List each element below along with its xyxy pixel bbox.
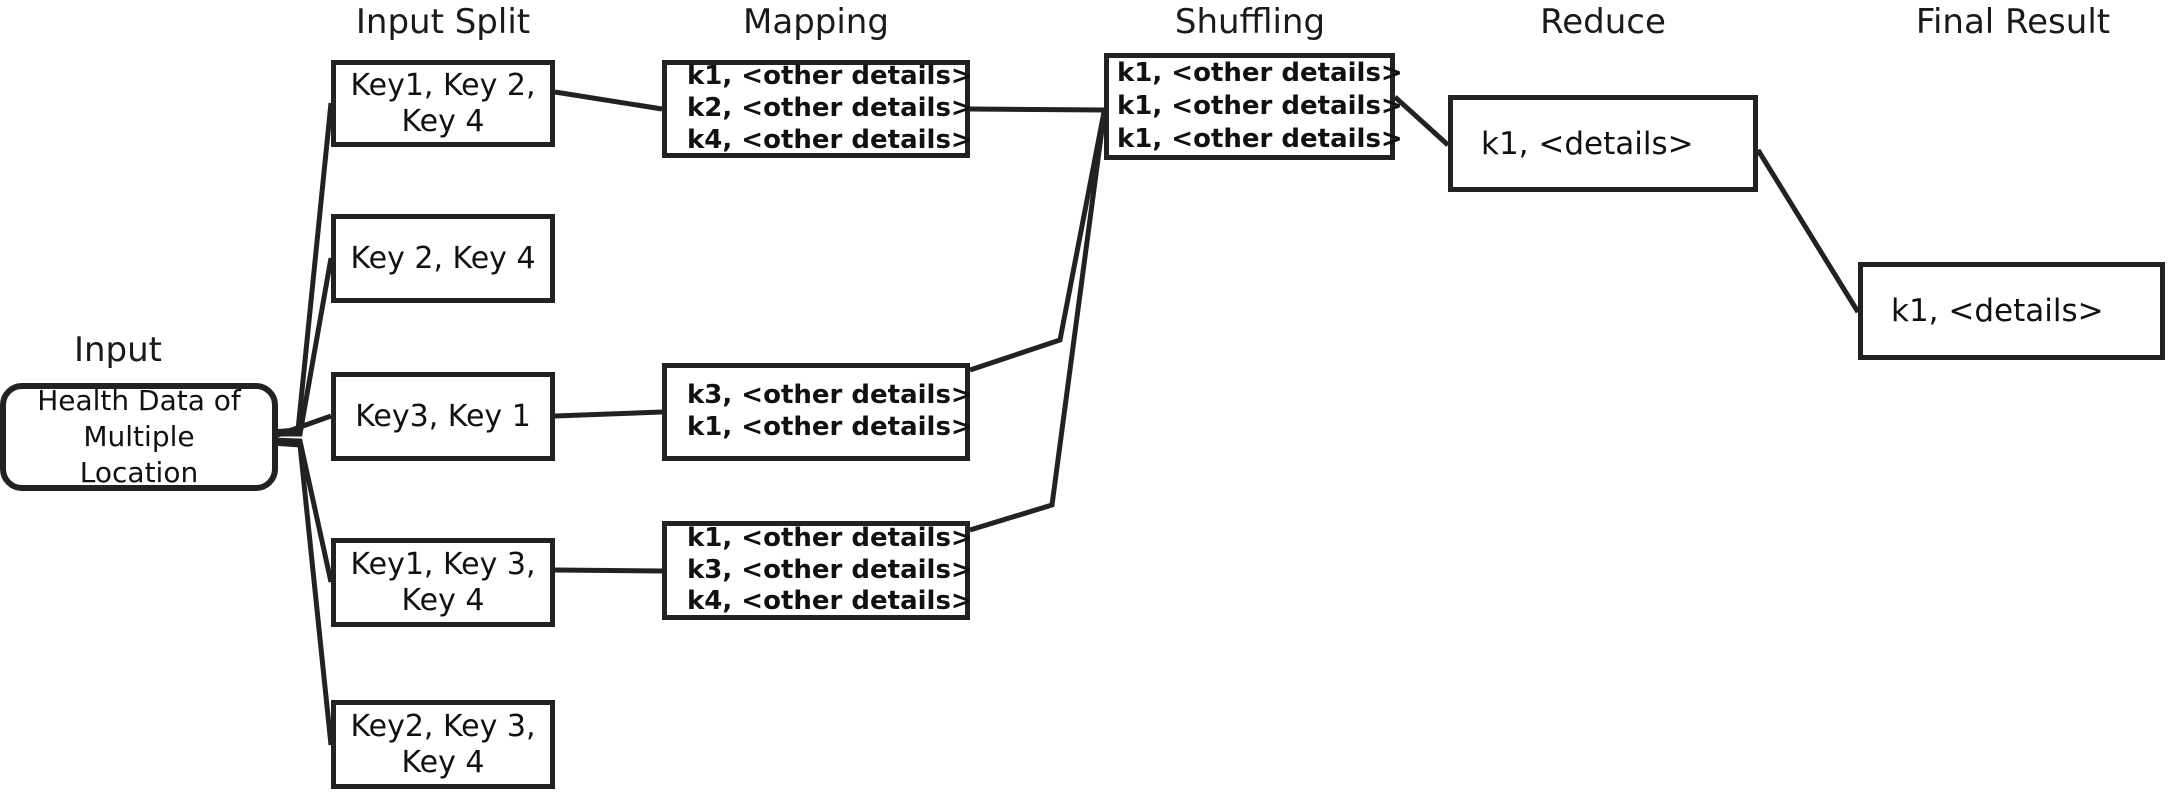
edge-map-2-to-shuffle <box>969 111 1107 373</box>
input-split-node-5-line-2: Key 4 <box>401 744 485 780</box>
input-split-node-4-line-2: Key 4 <box>401 582 485 618</box>
input-split-node-4-line-1: Key1, Key 3, <box>350 547 536 583</box>
input-split-node-3-line-1: Key3, Key 1 <box>355 398 531 434</box>
input-split-node-4[interactable]: Key1, Key 3, Key 4 <box>331 538 555 627</box>
final-result-node[interactable]: k1, <details> <box>1858 262 2165 360</box>
shuffling-node-line-1: k1, <other details> <box>1117 58 1403 89</box>
input-split-node-5-line-1: Key2, Key 3, <box>350 709 536 745</box>
stage-label-input: Input <box>73 330 163 370</box>
input-split-node-1-line-2: Key 4 <box>401 103 485 139</box>
mapping-node-1[interactable]: k1, <other details> k2, <other details> … <box>662 60 973 158</box>
shuffling-node[interactable]: k1, <other details> k1, <other details> … <box>1104 53 1403 160</box>
edge-reduce-to-final <box>1755 148 1861 314</box>
input-split-node-2-line-1: Key 2, Key 4 <box>350 240 536 276</box>
mapping-node-3-line-1: k1, <other details> <box>687 522 973 553</box>
input-node-line-1: Health Data of <box>37 384 241 418</box>
edge-input-to-split-3 <box>271 413 332 440</box>
mapping-node-1-line-3: k4, <other details> <box>687 124 973 155</box>
edge-input-to-split-4 <box>271 437 334 583</box>
input-node[interactable]: Health Data of Multiple Location <box>0 383 278 491</box>
input-node-line-2: Multiple <box>83 420 195 454</box>
input-split-node-2[interactable]: Key 2, Key 4 <box>331 214 555 303</box>
input-split-node-3[interactable]: Key3, Key 1 <box>331 372 555 461</box>
mapping-node-3-line-2: k3, <other details> <box>687 554 973 585</box>
reduce-node[interactable]: k1, <details> <box>1448 95 1758 192</box>
mapping-node-1-line-2: k2, <other details> <box>687 93 973 124</box>
mapping-node-2-line-2: k1, <other details> <box>687 412 973 442</box>
input-split-node-1-line-1: Key1, Key 2, <box>350 68 536 104</box>
mapping-node-3[interactable]: k1, <other details> k3, <other details> … <box>662 521 973 620</box>
shuffling-node-line-3: k1, <other details> <box>1117 123 1403 154</box>
edge-input-to-split-5 <box>271 440 334 746</box>
mapping-node-2-line-1: k3, <other details> <box>687 380 973 411</box>
edge-split-1-to-map-1 <box>554 89 663 112</box>
edge-split-3-to-map-2 <box>554 409 663 419</box>
mapping-node-3-line-3: k4, <other details> <box>687 586 973 617</box>
input-split-node-1[interactable]: Key1, Key 2, Key 4 <box>331 60 555 147</box>
edge-split-4-to-map-3 <box>554 567 663 574</box>
stage-label-final-result: Final Result <box>1915 2 2111 42</box>
input-split-node-5[interactable]: Key2, Key 3, Key 4 <box>331 700 555 789</box>
stage-label-reduce: Reduce <box>1540 2 1666 42</box>
edge-input-to-split-2 <box>272 257 334 437</box>
edge-map-3-to-shuffle <box>969 113 1107 533</box>
shuffling-node-line-2: k1, <other details> <box>1117 91 1403 122</box>
reduce-node-line-1: k1, <details> <box>1481 125 1694 162</box>
edge-input-to-split-1 <box>271 102 334 435</box>
stage-label-shuffling: Shuffling <box>1174 2 1326 42</box>
edge-shuffle-to-reduce <box>1393 95 1450 147</box>
edge-map-1-to-shuffle <box>969 106 1105 113</box>
mapping-node-1-line-1: k1, <other details> <box>687 61 973 92</box>
final-result-node-line-1: k1, <details> <box>1891 293 2104 329</box>
stage-label-input-split: Input Split <box>355 2 531 42</box>
stage-label-mapping: Mapping <box>743 2 889 42</box>
input-node-line-3: Location <box>79 455 199 489</box>
mapping-node-2[interactable]: k3, <other details> k1, <other details> <box>662 363 973 461</box>
